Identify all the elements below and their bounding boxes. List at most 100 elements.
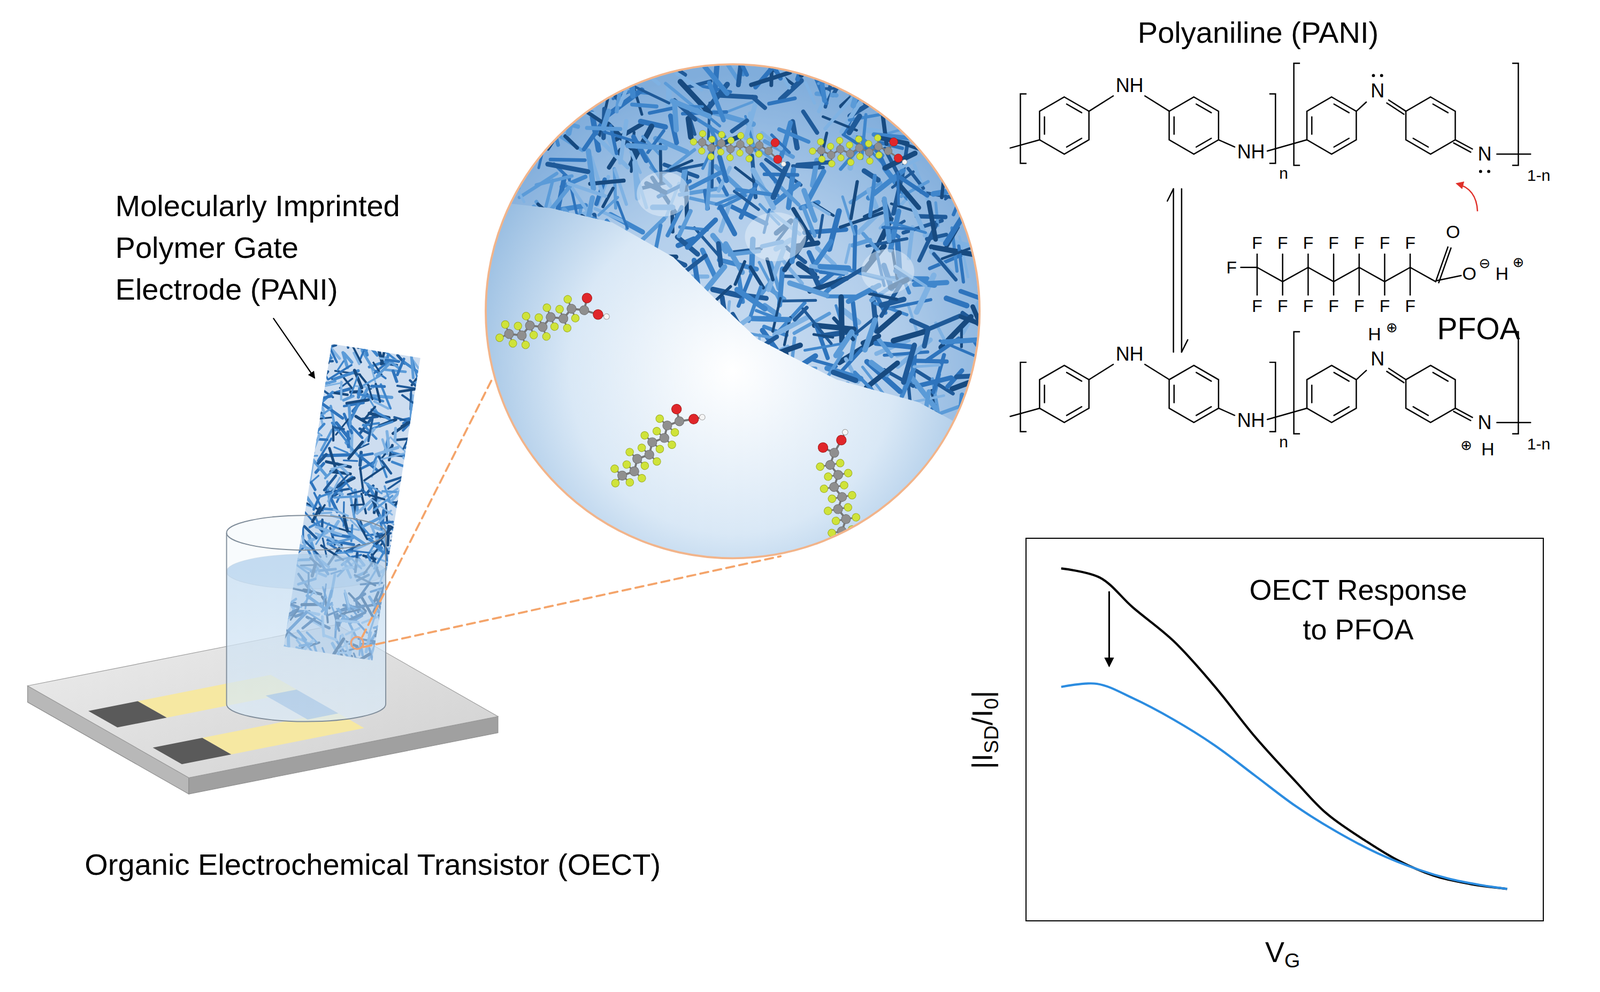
mesh-fiber xyxy=(289,506,302,516)
mesh-fiber xyxy=(824,400,828,420)
mesh-fiber xyxy=(369,346,379,356)
mesh-fiber xyxy=(530,340,548,381)
mesh-fiber xyxy=(632,104,657,107)
mesh-fiber xyxy=(586,241,600,259)
mesh-fiber xyxy=(988,37,1010,40)
mesh-fiber xyxy=(948,77,976,110)
bond-line xyxy=(1241,266,1258,269)
mesh-fiber xyxy=(752,96,765,108)
mesh-fiber xyxy=(933,186,977,195)
bond-line xyxy=(1267,139,1307,151)
mesh-fiber xyxy=(978,154,997,164)
mesh-fiber xyxy=(583,46,599,88)
contact-pad xyxy=(152,737,232,764)
double-bond xyxy=(1455,408,1473,418)
mesh-fiber xyxy=(619,364,661,377)
bond-line xyxy=(1281,281,1283,295)
mesh-fiber xyxy=(1004,133,1030,135)
bond-line xyxy=(1383,254,1385,282)
mesh-fiber xyxy=(652,37,664,52)
mesh-fiber xyxy=(988,323,1023,327)
bond-line xyxy=(1009,408,1040,417)
carbon-atom xyxy=(565,302,578,315)
mesh-fiber xyxy=(873,57,908,61)
mesh-fiber xyxy=(751,72,790,85)
mesh-fiber xyxy=(1009,416,1029,442)
mesh-fiber xyxy=(652,343,673,363)
mesh-fiber xyxy=(899,437,918,444)
mesh-fiber xyxy=(888,35,914,69)
mesh-fiber xyxy=(500,291,503,320)
mesh-fiber xyxy=(829,428,870,439)
mesh-fiber xyxy=(623,299,657,307)
mesh-fiber xyxy=(877,52,917,58)
mesh-fiber xyxy=(915,138,937,170)
mesh-fiber xyxy=(588,451,617,454)
mesh-fiber xyxy=(868,102,894,106)
mesh-fiber xyxy=(664,275,672,300)
mesh-fiber xyxy=(840,296,842,342)
mesh-fiber xyxy=(939,67,947,90)
mesh-fiber xyxy=(539,36,573,63)
mesh-fiber xyxy=(343,458,357,463)
equilibrium-arrow xyxy=(1181,188,1183,352)
zoom-marker xyxy=(350,636,364,649)
mesh-fiber xyxy=(732,314,747,339)
mesh-fiber xyxy=(985,70,1000,107)
mesh-fiber xyxy=(524,358,532,377)
fluorine-atom xyxy=(609,463,620,474)
benzene-ring xyxy=(1169,96,1219,155)
mesh-fiber xyxy=(965,394,993,400)
mesh-fiber xyxy=(973,395,993,398)
mesh-fiber xyxy=(900,158,920,168)
fluorine-atom xyxy=(819,484,829,494)
mesh-fiber xyxy=(903,48,941,56)
carbon-atom xyxy=(884,146,893,156)
mesh-fiber xyxy=(1006,231,1024,245)
mesh-fiber xyxy=(353,518,371,539)
mesh-fiber xyxy=(309,357,333,366)
mesh-fiber xyxy=(1004,152,1033,158)
mesh-fiber xyxy=(813,334,833,338)
mesh-fiber xyxy=(853,39,865,55)
mesh-fiber xyxy=(564,222,594,250)
mesh-fiber xyxy=(315,526,342,535)
carbon-atom xyxy=(523,319,536,332)
double-bond xyxy=(1455,139,1473,149)
mesh-fiber xyxy=(715,38,738,64)
mesh-fiber xyxy=(524,362,545,380)
mesh-fiber xyxy=(818,215,823,237)
mesh-fiber xyxy=(318,343,333,347)
bond-line xyxy=(1358,254,1360,268)
mesh-fiber xyxy=(808,171,824,201)
bond-line xyxy=(1333,254,1335,282)
mesh-fiber xyxy=(984,342,997,367)
mesh-fiber xyxy=(767,258,773,280)
pfoa-molecule xyxy=(490,283,611,361)
mesh-fiber xyxy=(903,345,915,382)
mesh-fiber xyxy=(950,120,982,127)
mesh-fiber xyxy=(897,182,919,208)
mesh-fiber xyxy=(672,101,710,117)
mesh-fiber xyxy=(478,361,481,388)
mesh-fiber xyxy=(402,457,421,468)
fluorine-atom xyxy=(856,152,864,160)
mesh-fiber xyxy=(933,355,945,393)
mesh-fiber xyxy=(347,343,365,363)
oxygen-atom xyxy=(889,137,899,147)
mesh-fiber xyxy=(620,39,639,73)
mesh-fiber xyxy=(882,227,916,229)
double-bond xyxy=(1386,371,1404,383)
mesh-fiber xyxy=(524,51,548,79)
mesh-fiber xyxy=(967,60,981,76)
mesh-fiber xyxy=(897,70,908,104)
mesh-fiber xyxy=(586,347,607,371)
mesh-fiber xyxy=(863,233,879,252)
mesh-fiber xyxy=(572,102,608,126)
mesh-fiber xyxy=(663,322,697,327)
oxygen-atom xyxy=(835,434,847,446)
mesh-fiber xyxy=(343,400,364,410)
mesh-fiber xyxy=(494,294,514,319)
mesh-fiber xyxy=(858,439,876,470)
mesh-fiber xyxy=(552,85,571,89)
